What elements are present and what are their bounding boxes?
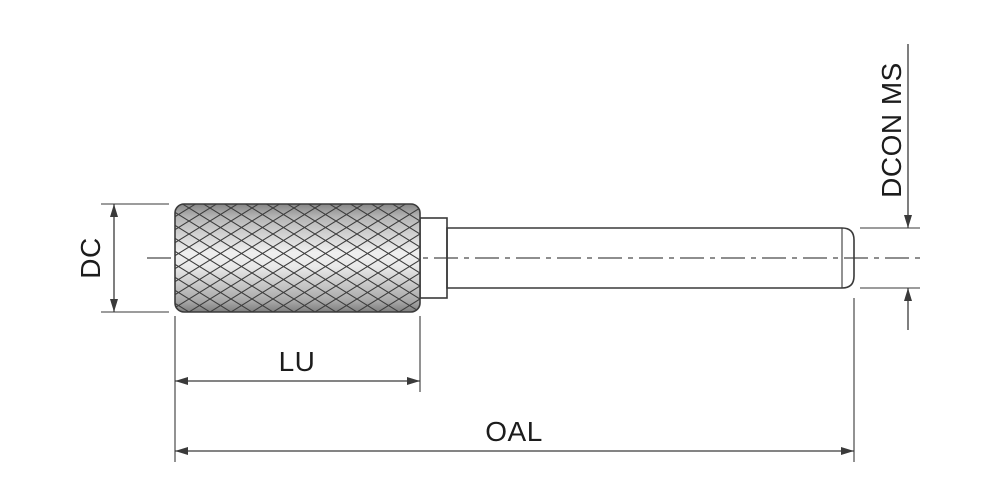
shank-body xyxy=(446,227,855,289)
burr-head xyxy=(174,203,421,313)
dcon-arrow-down-icon xyxy=(904,215,912,228)
burr-head-outline xyxy=(174,203,421,313)
dc-arrow-up-icon xyxy=(110,204,118,217)
shank xyxy=(446,227,855,289)
oal-arrow-right-icon xyxy=(841,447,854,455)
burr-crosshatch-pattern xyxy=(175,204,420,312)
dcon-dimension: DCON MS xyxy=(860,44,920,330)
dcon-label: DCON MS xyxy=(876,62,907,198)
oal-dimension: OAL xyxy=(175,298,855,462)
oal-label: OAL xyxy=(485,416,543,447)
dc-arrow-down-icon xyxy=(110,299,118,312)
lu-dimension: LU xyxy=(174,316,421,462)
dc-label: DC xyxy=(75,237,106,278)
dc-dimension: DC xyxy=(75,203,169,313)
dcon-arrow-up-icon xyxy=(904,288,912,301)
lu-arrow-left-icon xyxy=(175,377,188,385)
oal-arrow-left-icon xyxy=(175,447,188,455)
lu-arrow-right-icon xyxy=(407,377,420,385)
lu-label: LU xyxy=(279,346,316,377)
